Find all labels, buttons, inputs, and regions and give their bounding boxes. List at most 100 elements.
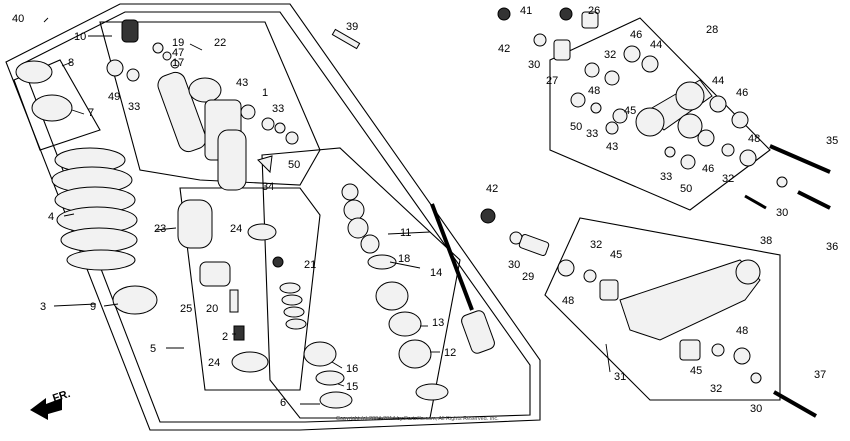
collar-26 — [581, 11, 599, 29]
valve-stack-left — [279, 282, 307, 330]
shock-body — [157, 71, 207, 153]
callout-46: 46 — [630, 29, 642, 41]
callout-44: 44 — [650, 39, 662, 51]
washer-1 — [261, 117, 275, 131]
bushing-43 — [240, 104, 256, 120]
washer-17 — [170, 59, 180, 69]
callout-33: 33 — [586, 128, 598, 140]
bearing-46 — [731, 111, 749, 129]
washer-33a — [126, 68, 140, 82]
callout-30: 30 — [750, 403, 762, 415]
callout-30: 30 — [776, 207, 788, 219]
callout-11: 11 — [400, 227, 411, 239]
bearing-33 — [664, 146, 676, 158]
washer-47 — [162, 51, 172, 61]
callout-8: 8 — [68, 57, 74, 69]
callout-50: 50 — [570, 121, 582, 133]
callout-34: 34 — [262, 181, 274, 193]
washer-30d — [750, 372, 762, 384]
callout-33: 33 — [660, 171, 672, 183]
callout-31: 31 — [614, 371, 626, 383]
seal-13 — [388, 311, 422, 337]
shock-assembly-box-outer — [5, 3, 541, 431]
lower-link-arm-31 — [619, 259, 761, 341]
callout-50: 50 — [288, 159, 300, 171]
clip-34 — [257, 155, 273, 174]
bolt-36 — [797, 190, 831, 210]
reservoir-cap-25 — [199, 261, 231, 287]
bolt-38 — [744, 194, 767, 210]
front-direction-arrow — [30, 398, 62, 420]
callout-32: 32 — [722, 173, 734, 185]
lower-link-end — [735, 259, 761, 285]
callout-48: 48 — [736, 325, 748, 337]
callout-50: 50 — [680, 183, 692, 195]
callout-45: 45 — [690, 365, 702, 377]
bearing-45c — [679, 339, 701, 361]
bushing-32a — [604, 70, 620, 86]
shock-body-box — [99, 21, 321, 186]
upper-link-end-b — [677, 113, 703, 139]
callout-43: 43 — [236, 77, 248, 89]
callout-35: 35 — [826, 135, 838, 147]
callout-32: 32 — [604, 49, 616, 61]
callout-25: 25 — [180, 303, 192, 315]
callout-3: 3 — [40, 301, 46, 313]
washer-32c — [711, 343, 725, 357]
bushing-44a — [641, 55, 659, 73]
upper-link-box — [549, 17, 771, 211]
collar-27 — [553, 39, 571, 61]
upper-link-end-a — [635, 107, 665, 137]
nut-42b — [480, 208, 496, 224]
washer-32b — [583, 269, 597, 283]
bolt-39 — [331, 28, 361, 50]
callout-48: 48 — [562, 295, 574, 307]
cap-2 — [233, 325, 245, 341]
lock-ring-8 — [15, 60, 53, 84]
shock-assembly-box-inner — [21, 11, 531, 423]
bushing-45 — [612, 108, 628, 124]
bearing-50 — [680, 154, 696, 170]
valve-20 — [229, 289, 239, 313]
callout-46: 46 — [702, 163, 714, 175]
lock-ring-7 — [31, 94, 73, 122]
shock-spring — [51, 147, 138, 271]
callout-23: 23 — [154, 223, 166, 235]
shim-stack — [341, 183, 380, 254]
callout-10: 10 — [74, 31, 86, 43]
callout-13: 13 — [432, 317, 444, 329]
washer-30a — [533, 33, 547, 47]
shock-lower-body — [217, 129, 247, 191]
reservoir-bladder-23 — [177, 199, 213, 249]
callout-4: 4 — [48, 211, 54, 223]
callout-44: 44 — [712, 75, 724, 87]
callout-7: 7 — [88, 107, 94, 119]
callout-33: 33 — [128, 101, 140, 113]
callout-5: 5 — [150, 343, 156, 355]
callout-33: 33 — [272, 103, 284, 115]
callout-30: 30 — [528, 59, 540, 71]
callout-32: 32 — [710, 383, 722, 395]
callout-24: 24 — [230, 223, 242, 235]
callout-46: 46 — [736, 87, 748, 99]
nut-21 — [272, 256, 284, 268]
piston-14 — [375, 281, 409, 311]
callout-20: 20 — [206, 303, 218, 315]
shock-top-eye — [188, 77, 222, 103]
seal-50 — [285, 131, 299, 145]
callout-1: 1 — [262, 87, 268, 99]
callout-29: 29 — [522, 271, 534, 283]
callout-18: 18 — [398, 253, 410, 265]
callout-19: 19 — [172, 37, 184, 49]
bolt-35 — [769, 144, 831, 174]
bump-stop-12 — [398, 339, 432, 369]
callout-32: 32 — [590, 239, 602, 251]
seal-48c — [733, 347, 751, 365]
callout-30: 30 — [508, 259, 520, 271]
washer-30b — [776, 176, 788, 188]
shaft-clevis — [461, 310, 495, 354]
callout-2: 2 — [222, 331, 228, 343]
bushing-46a — [623, 45, 641, 63]
callout-42: 42 — [498, 43, 510, 55]
